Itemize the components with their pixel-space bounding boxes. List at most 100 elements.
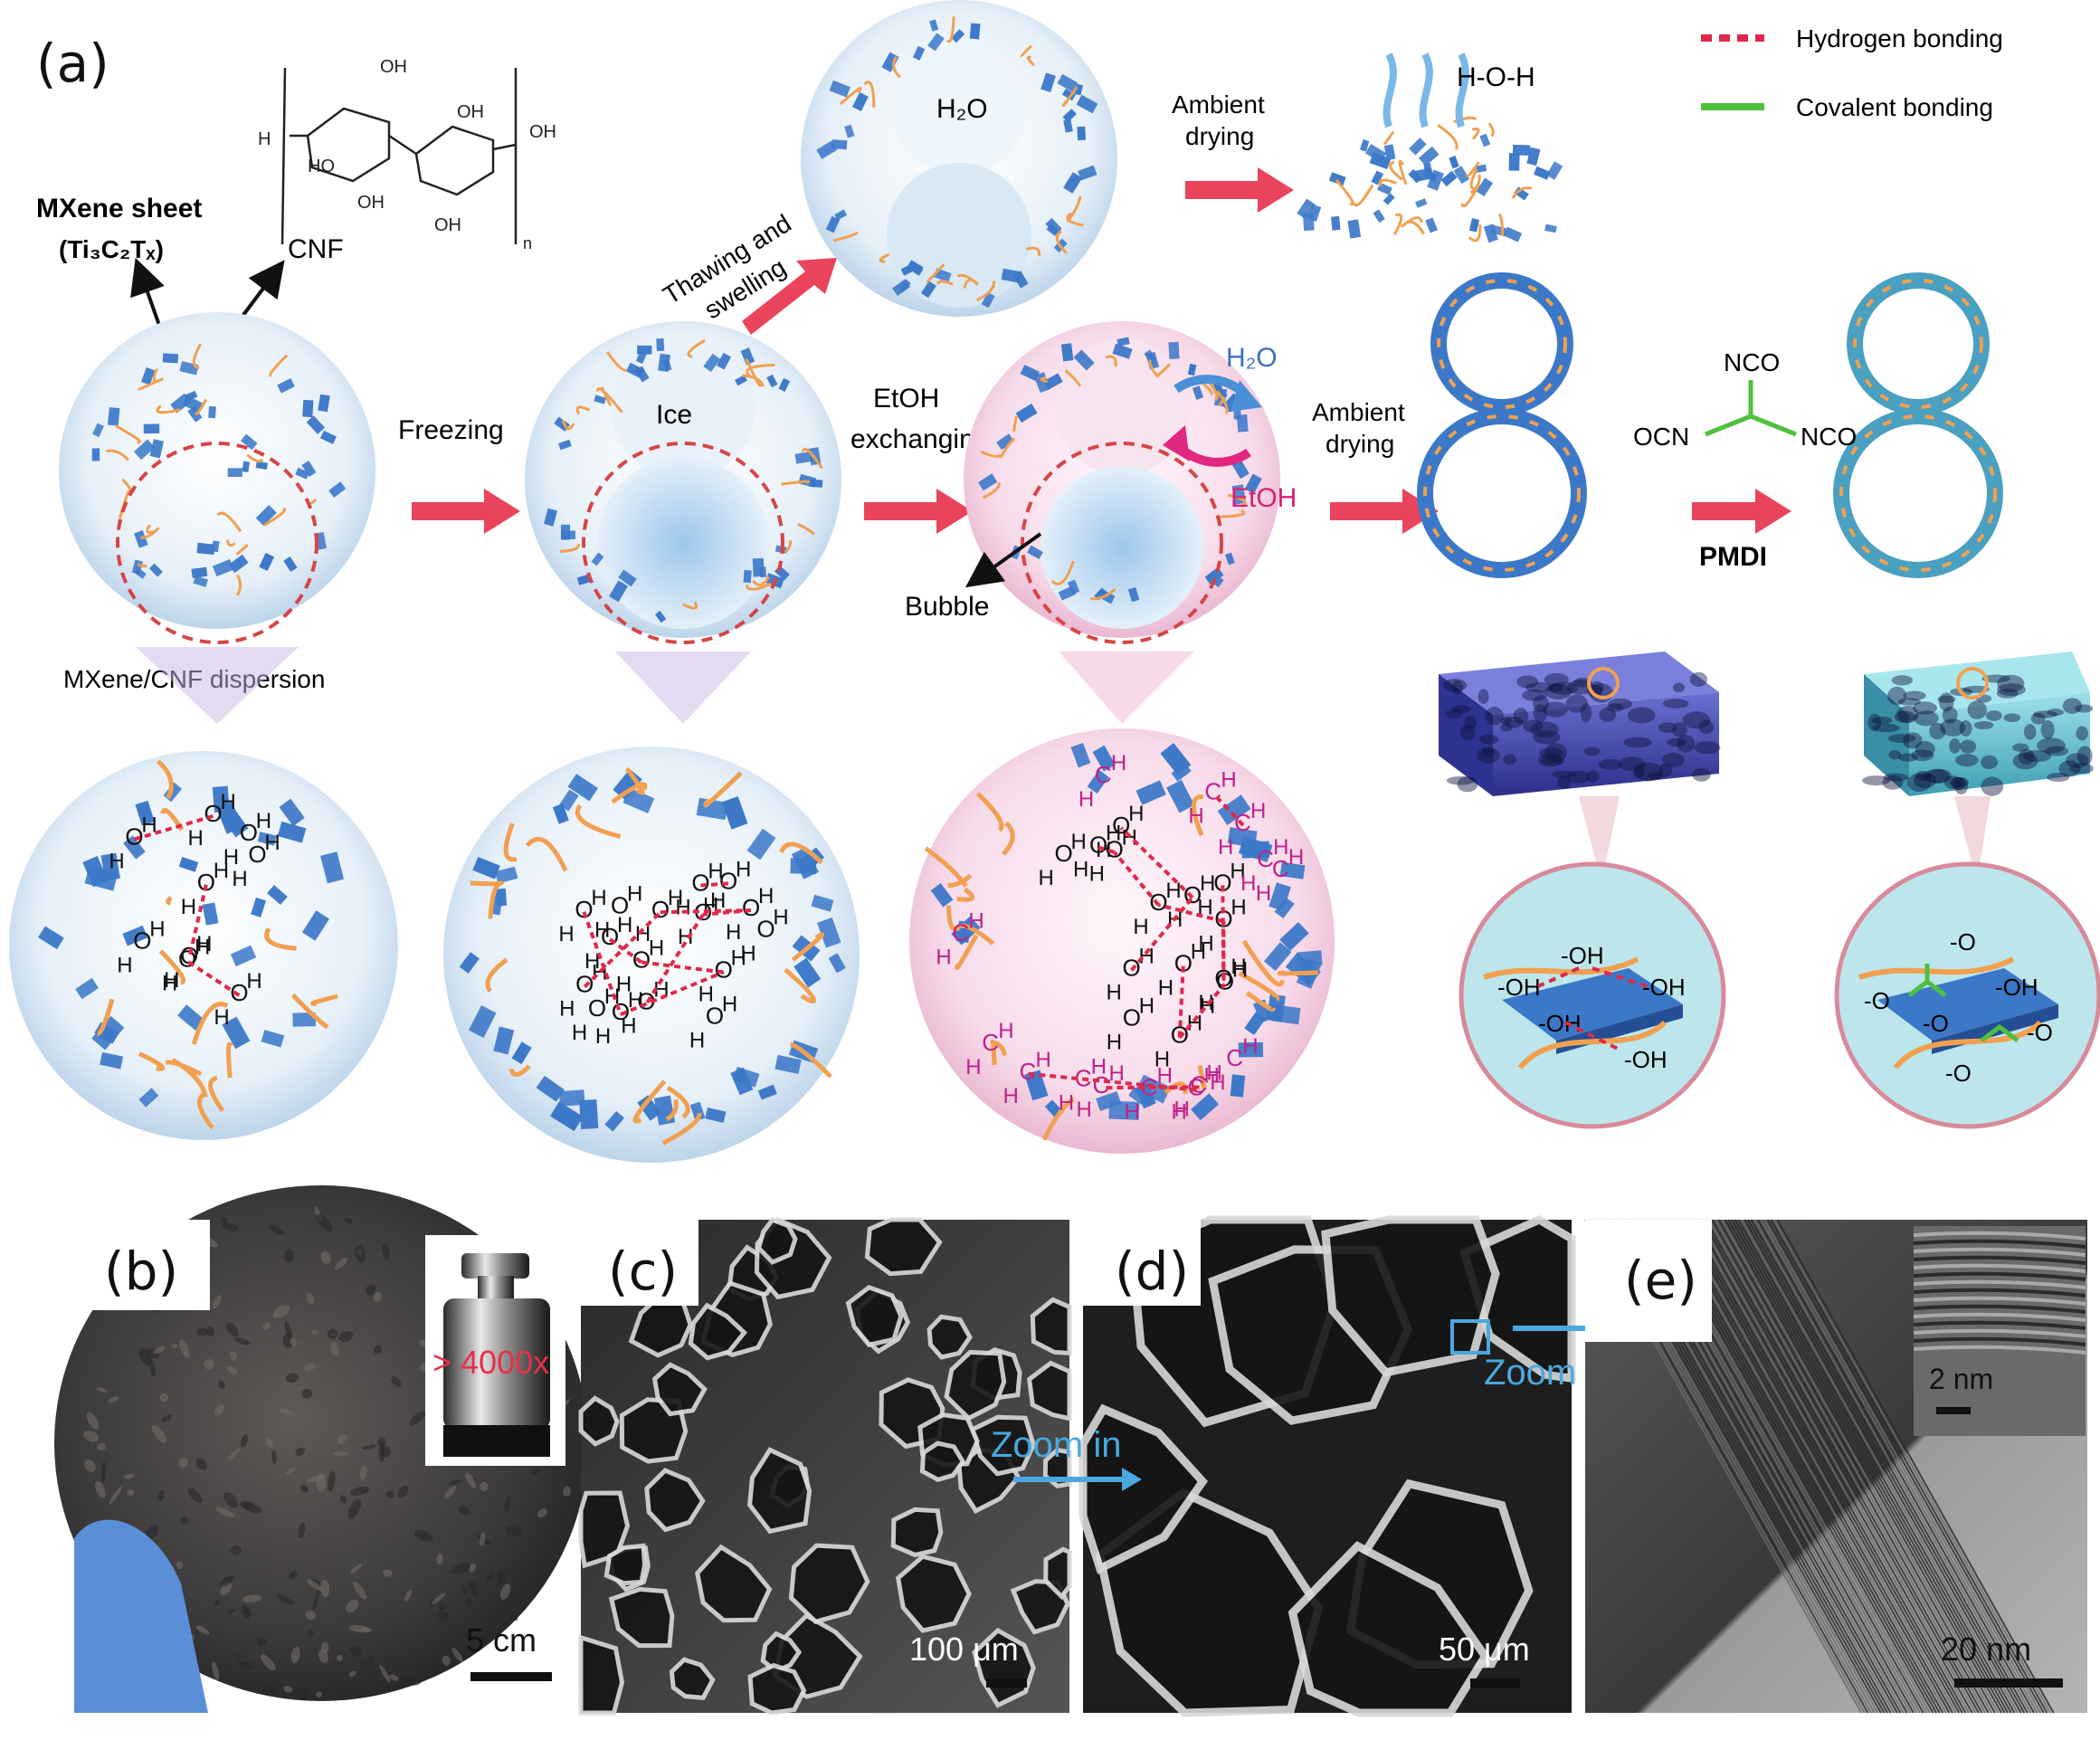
cnf-fiber <box>1389 160 1403 181</box>
cnf-fiber <box>269 354 289 377</box>
cnf-fiber <box>115 424 142 444</box>
surface-grain <box>327 1328 338 1339</box>
pore <box>1912 701 1937 715</box>
pore <box>1503 754 1516 765</box>
panel-e: (e) 2 nm 20 nm <box>1584 1219 2087 1714</box>
hydrogen-bond <box>620 970 725 1016</box>
oh-2: -OH <box>1497 974 1541 1001</box>
mxene-flake <box>468 1005 497 1038</box>
mxene-flake <box>1244 1012 1266 1036</box>
mxene-flake <box>1136 780 1166 805</box>
pore <box>1632 764 1645 778</box>
inset-fringe <box>1913 1336 2086 1346</box>
surface-grain <box>204 1359 214 1370</box>
atom-h: H <box>1240 871 1256 896</box>
surface-grain <box>97 1443 107 1451</box>
surface-grain <box>234 1337 251 1345</box>
mxene-flake <box>1227 827 1258 848</box>
pore <box>1981 755 1999 769</box>
pore <box>1516 675 1539 689</box>
atom-h: H <box>726 920 741 945</box>
collapsed-structure: H-O-H <box>1297 52 1563 243</box>
pore-cell <box>747 1447 812 1535</box>
surface-grain <box>421 1663 440 1673</box>
mxene-flake <box>1279 861 1306 880</box>
atom-o: O <box>715 956 733 983</box>
atom-h: H <box>117 954 132 978</box>
pore-cell <box>1043 1546 1072 1601</box>
mxene-flake <box>908 262 924 276</box>
mxene-flake <box>791 847 819 880</box>
atom-h: H <box>256 809 271 833</box>
lattice-fringe <box>1685 1219 1963 1714</box>
cnf-fiber <box>1241 939 1285 987</box>
cnf-fiber <box>990 1044 997 1065</box>
surface-grain <box>299 1484 309 1493</box>
mxene-flake <box>752 557 765 577</box>
cnf-fiber <box>832 231 860 242</box>
atom-o: O <box>1174 950 1193 977</box>
cnf-fiber <box>666 1085 690 1119</box>
cnf-fiber <box>926 263 945 284</box>
pore <box>1583 746 1601 756</box>
pore-cell <box>669 1657 716 1700</box>
ocn-left: OCN <box>1633 423 1689 451</box>
cnf-fiber <box>789 1041 832 1079</box>
mxene-flake <box>1383 193 1395 205</box>
mxene-flake <box>1073 349 1095 371</box>
atom-h: H <box>1232 958 1248 983</box>
atom-h: H <box>1165 879 1181 903</box>
atom-h: H <box>722 992 737 1016</box>
mxene-flake <box>1514 186 1529 201</box>
atom-o: C <box>1257 845 1274 872</box>
mxene-flake <box>654 611 667 623</box>
pore <box>1923 768 1950 784</box>
cnf-fiber <box>485 957 508 993</box>
pore <box>1478 689 1489 705</box>
mxene-flake <box>1062 109 1077 123</box>
mxene-flake <box>148 563 163 577</box>
pore <box>1973 720 1994 730</box>
cnf-fiber <box>781 480 811 486</box>
cnf-fiber <box>146 524 155 535</box>
mxene-flake <box>1440 170 1458 187</box>
pore <box>1898 753 1918 762</box>
surface-grain <box>349 1564 363 1574</box>
nco-right: NCO <box>1801 423 1857 451</box>
pore-cell <box>1288 1541 1490 1717</box>
cnf-fiber <box>879 252 890 263</box>
mxene-flake <box>1063 119 1073 133</box>
pore <box>2058 760 2081 777</box>
pore <box>1883 773 1909 782</box>
lattice-fringe <box>1695 1219 1973 1714</box>
cnf-fiber <box>1020 44 1032 58</box>
lattice-fringe <box>1666 1219 1944 1714</box>
cnf-fiber <box>503 822 518 862</box>
surface-grain <box>235 1654 242 1662</box>
pore <box>1694 741 1721 755</box>
cnf-fiber <box>1197 1065 1207 1090</box>
surface-grain <box>214 1403 225 1416</box>
mxene-flake <box>1269 882 1291 911</box>
mxene-flake <box>1503 226 1523 242</box>
surface-grain <box>301 1388 313 1399</box>
mxene-flake <box>1074 83 1083 96</box>
mxene-flake <box>920 280 936 299</box>
cnf-fiber <box>1245 991 1276 1012</box>
surface-grain <box>217 1380 225 1389</box>
atom-h: H <box>164 968 179 993</box>
atom-o: O <box>180 942 198 969</box>
atom-h: H <box>591 886 606 910</box>
atom-h: H <box>649 936 664 960</box>
atom-h: H <box>675 896 690 920</box>
surface-grain <box>318 1649 328 1664</box>
atom-h: H <box>1191 940 1206 965</box>
panel-c-tag: (c) <box>608 1241 678 1302</box>
surface-grain <box>212 1295 222 1309</box>
mxene-flake <box>730 1067 754 1096</box>
pore <box>1692 767 1711 782</box>
atom-h: H <box>678 925 693 949</box>
surface-grain <box>222 1222 239 1231</box>
pore <box>1981 674 2010 683</box>
cnf-fiber <box>246 453 264 463</box>
